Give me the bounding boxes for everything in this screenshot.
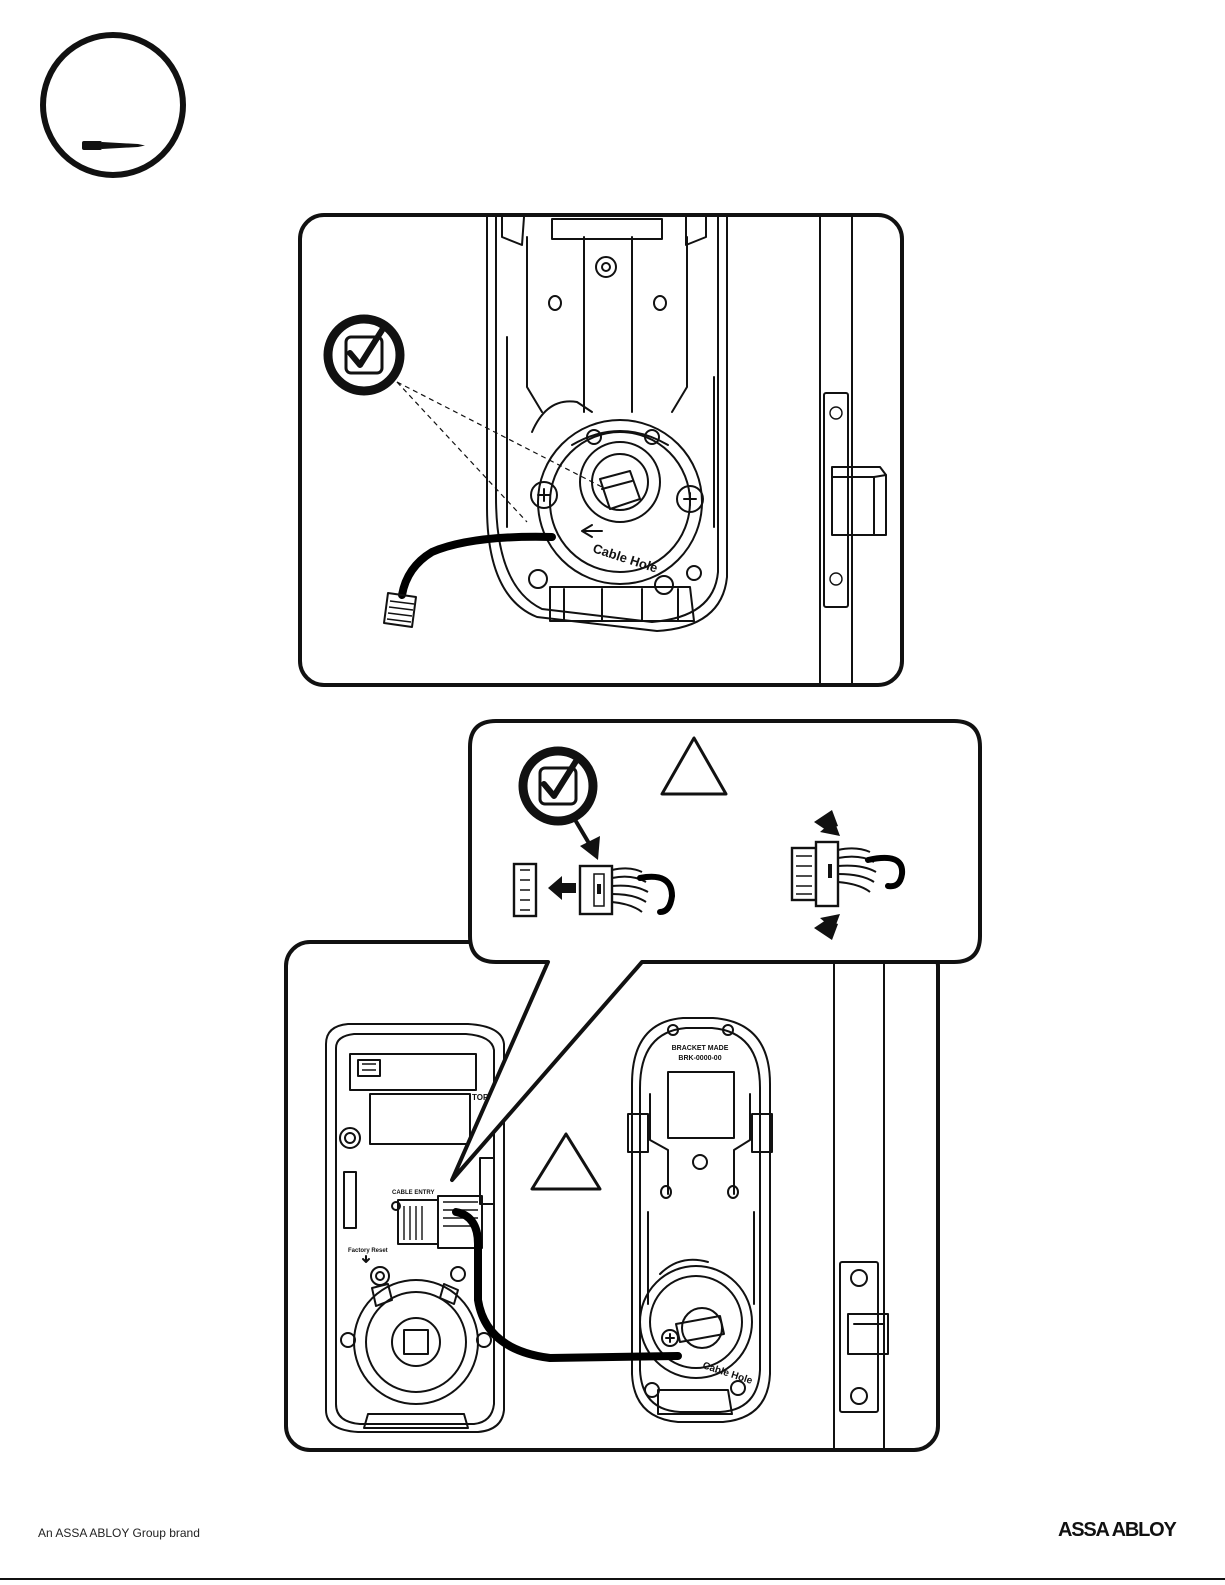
warning-triangle-icon <box>532 1134 600 1189</box>
bracket-illustration: Cable Hole <box>302 217 904 687</box>
step-panel-mount-bracket: Cable Hole <box>298 213 904 687</box>
warning-triangle-icon <box>662 738 726 794</box>
bracket-label-line1: BRACKET MADE <box>672 1045 729 1052</box>
cable-hole-label-small: Cable Hole <box>701 1360 754 1387</box>
step-panel-connect-cable: BRACKET MADE BRK-0000-00 Cable Hole TOP <box>284 940 940 1452</box>
screwdriver-icon <box>38 30 188 180</box>
assembly-illustration: BRACKET MADE BRK-0000-00 Cable Hole TOP <box>288 944 940 1452</box>
factory-reset-label: Factory Reset <box>348 1248 388 1254</box>
checkmark-icon <box>328 319 400 391</box>
connector-plug-squeeze <box>792 810 902 940</box>
tool-indicator <box>38 30 188 180</box>
brand-statement: An ASSA ABLOY Group brand <box>38 1526 200 1540</box>
connector-plug <box>580 866 672 914</box>
assa-abloy-logo: ASSA ABLOY <box>1058 1519 1176 1542</box>
cable-entry-label: CABLE ENTRY <box>392 1190 434 1196</box>
top-label: TOP <box>472 1093 489 1102</box>
bracket-label-line2: BRK-0000-00 <box>678 1055 721 1062</box>
connector-socket <box>514 864 536 916</box>
checkmark-icon <box>523 751 593 821</box>
footer-divider <box>0 1578 1225 1580</box>
